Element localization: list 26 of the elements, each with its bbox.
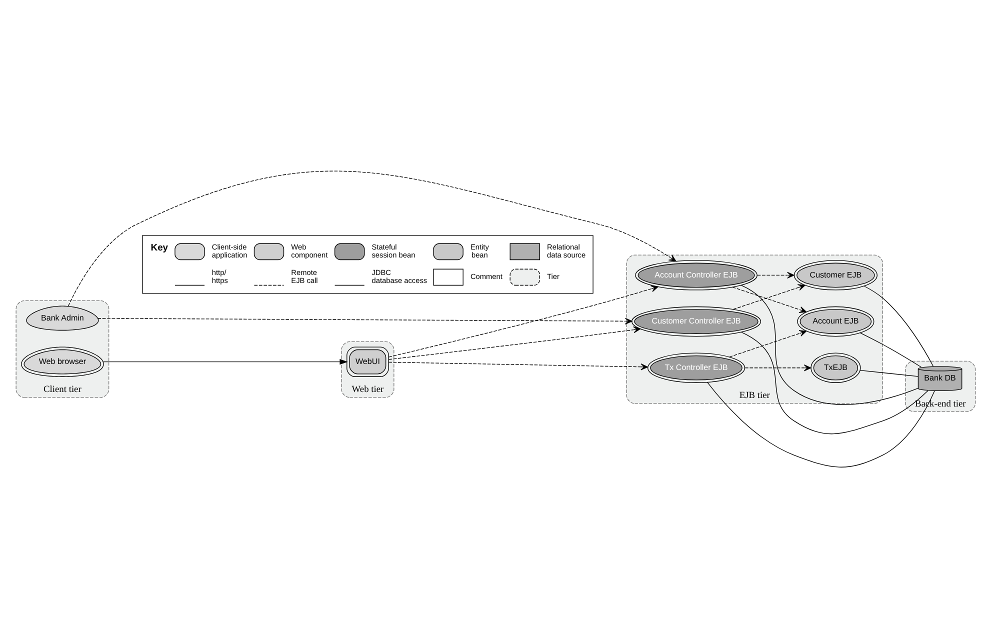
connector	[707, 382, 935, 467]
arrow	[68, 170, 676, 306]
connector	[741, 284, 918, 404]
legend-label: JDBC database access	[372, 268, 428, 285]
legend-label: Stateful session bean	[372, 242, 416, 260]
arrow	[97, 317, 632, 324]
connector	[860, 370, 918, 376]
connector	[864, 285, 934, 366]
legend-label: http/ https	[212, 268, 228, 285]
arrow	[744, 364, 812, 371]
legend-label: Client-side application	[212, 242, 248, 260]
arrow	[756, 271, 794, 278]
connector	[860, 332, 922, 367]
legend-label: Relational data source	[547, 242, 586, 260]
legend-label: Comment	[470, 272, 502, 281]
arrow	[102, 358, 348, 364]
legend-label: Web component	[291, 242, 328, 260]
arrow	[388, 361, 648, 370]
arrow	[728, 330, 807, 357]
legend-label: Remote EJB call	[291, 268, 318, 285]
arrow	[388, 284, 658, 357]
legend-label: Entity bean	[470, 242, 489, 260]
label: Key	[150, 240, 168, 252]
legend-label: Tier	[547, 272, 560, 281]
arrow	[388, 326, 641, 360]
connector	[741, 331, 928, 434]
